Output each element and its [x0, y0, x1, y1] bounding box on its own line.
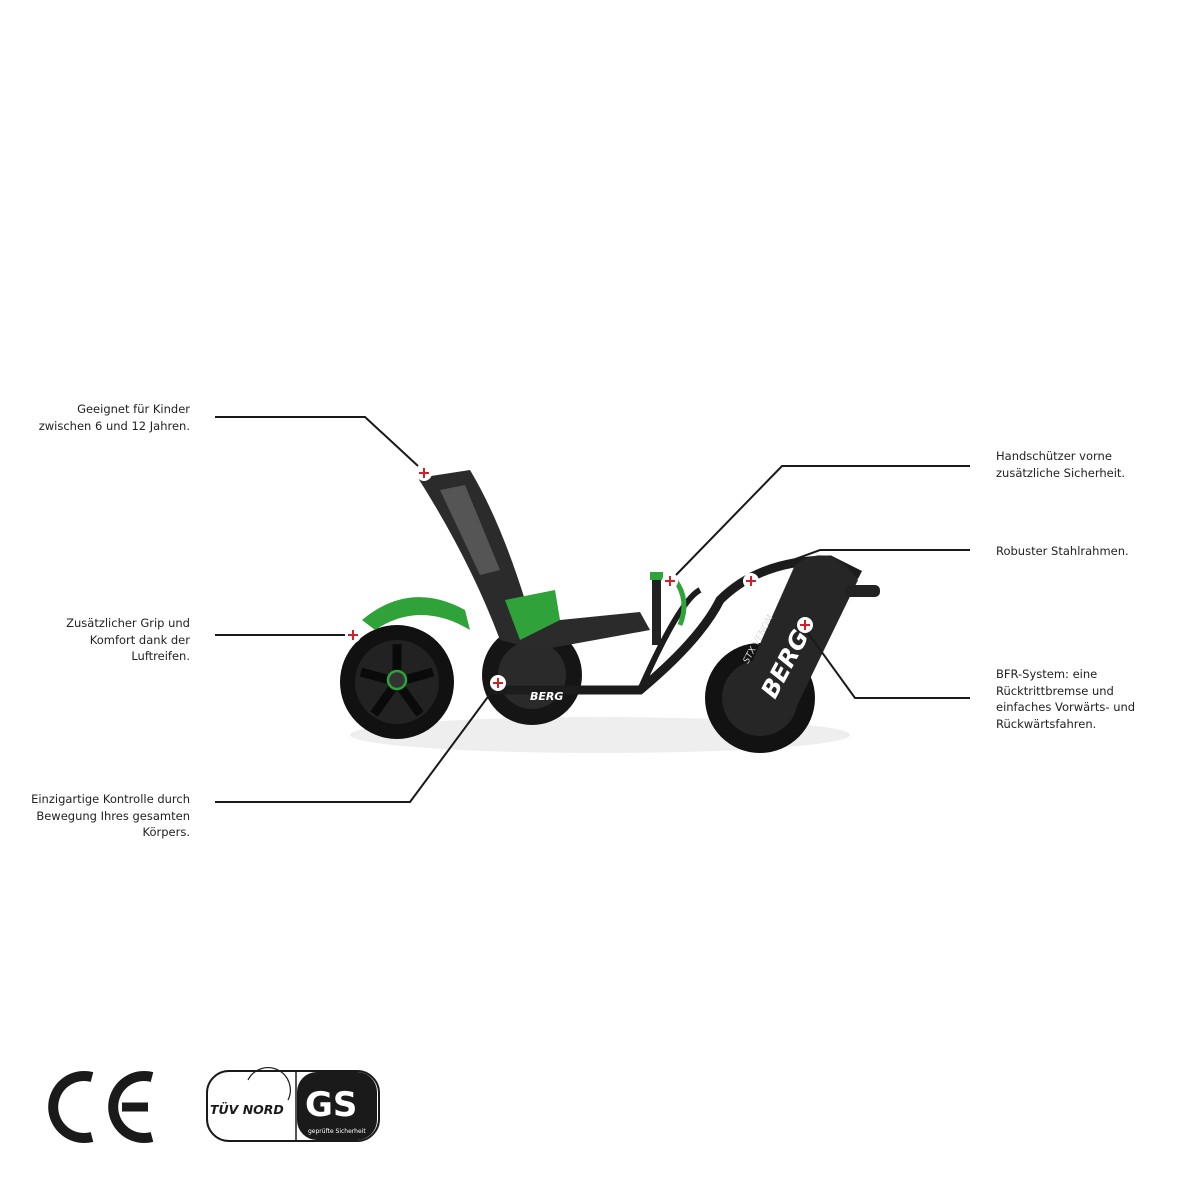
callout-text: Bewegung Ihres gesamten: [36, 808, 190, 823]
plus-marker-icon[interactable]: [416, 465, 432, 481]
callout-text: Handschützer vorne: [996, 449, 1112, 463]
callout-text: Geeignet für Kinder: [77, 402, 190, 416]
frame-brace: [637, 587, 702, 692]
callout-text: BFR-System: eine: [996, 667, 1098, 681]
callout-line-age: [215, 416, 419, 467]
callout-grip: Zusätzlicher Grip und Komfort dank der L…: [66, 615, 190, 665]
frame-brand-text: BERG: [530, 690, 563, 703]
handle-left: [652, 575, 661, 645]
callout-text: Rückwärtsfahren.: [996, 716, 1097, 731]
callout-text: Körpers.: [142, 825, 190, 839]
tuv-gs-logo: TÜV NORD GS geprüfte Sicherheit: [206, 1067, 380, 1142]
plus-marker-icon[interactable]: [345, 627, 361, 643]
callout-text: Rücktrittbremse und: [996, 683, 1114, 698]
callout-text: Komfort dank der: [89, 632, 190, 647]
seat-cushion-green: [505, 590, 560, 640]
callout-text: Luftreifen.: [131, 649, 190, 663]
ce-mark-logo: [48, 1071, 154, 1143]
seat-graphic: [440, 485, 500, 575]
callout-text: Robuster Stahlrahmen.: [996, 544, 1129, 558]
gs-subtext: geprüfte Sicherheit: [308, 1128, 366, 1135]
callout-line-control: [215, 689, 494, 803]
callout-text: zusätzliche Sicherheit.: [996, 465, 1126, 480]
callout-control: Einzigartige Kontrolle durch Bewegung Ih…: [31, 791, 190, 841]
callout-line-hand-guard: [675, 465, 970, 576]
plus-marker-icon[interactable]: [490, 675, 506, 691]
tuv-text: TÜV NORD: [210, 1102, 284, 1117]
callout-text: zwischen 6 und 12 Jahren.: [38, 418, 190, 433]
callout-text: Zusätzlicher Grip und: [66, 616, 190, 630]
markers: [345, 465, 813, 691]
callout-line-frame: [759, 549, 970, 573]
plus-marker-icon[interactable]: [662, 573, 678, 589]
plus-marker-icon[interactable]: [797, 617, 813, 633]
callout-line-bfr: [807, 632, 970, 699]
steel-frame: [490, 555, 863, 695]
callout-hand-guard: Handschützer vorne zusätzliche Sicherhei…: [996, 448, 1125, 481]
pedal: [845, 585, 880, 597]
fender: [362, 597, 470, 630]
handle-cap: [650, 572, 663, 580]
gs-text: GS: [305, 1085, 357, 1125]
front-fork-panel: [735, 555, 858, 720]
plus-marker-icon[interactable]: [743, 573, 759, 589]
callout-text: Einzigartige Kontrolle durch: [31, 792, 190, 806]
callout-age: Geeignet für Kinder zwischen 6 und 12 Ja…: [39, 401, 190, 434]
callout-frame: Robuster Stahlrahmen.: [996, 543, 1129, 560]
callout-text: einfaches Vorwärts- und: [996, 700, 1136, 714]
rear-wheel-left: [340, 625, 454, 739]
callout-bfr: BFR-System: eine Rücktrittbremse und ein…: [996, 666, 1135, 732]
callout-lines: [215, 416, 970, 803]
